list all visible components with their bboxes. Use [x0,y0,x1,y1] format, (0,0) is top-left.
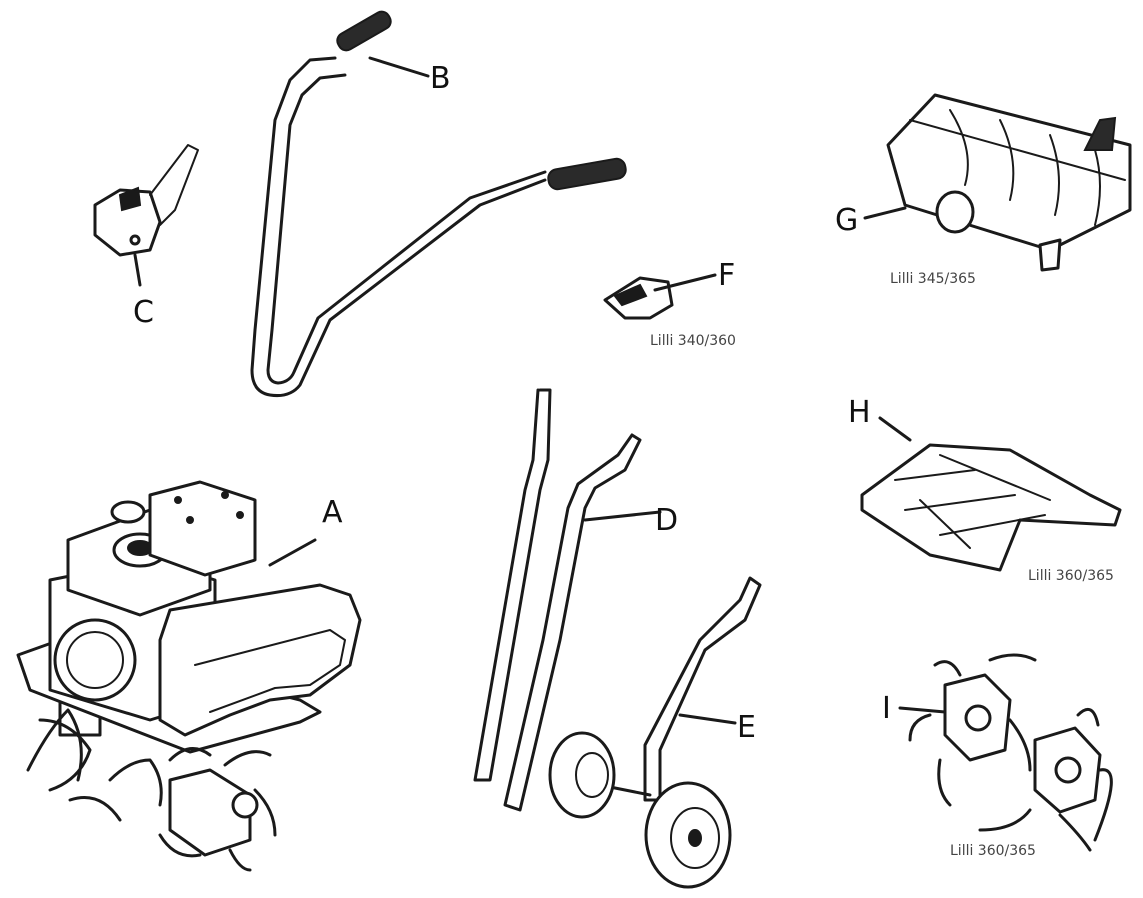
handlebar-grip-left [336,10,392,52]
tiller-belt-cover [158,583,362,737]
part-i-tines: I Lilli 360/365 [882,653,1113,859]
label-i: I [882,691,891,726]
part-g-cover: G Lilli 345/365 [835,93,1132,287]
label-a: A [322,495,343,530]
tiller-tines-right [108,747,277,872]
leader-i [898,706,947,714]
leader-f [653,273,717,292]
part-c-throttle: C [93,144,199,330]
model-h: Lilli 360/365 [1028,568,1114,584]
part-a-tiller: A [16,480,362,872]
part-d-frame-bars: D [473,388,678,812]
leader-e [678,713,737,725]
leader-h [878,416,912,442]
part-f-clip: F Lilli 340/360 [603,258,736,349]
label-c: C [133,295,154,330]
model-g: Lilli 345/365 [890,271,976,287]
handlebar-grip-right [547,157,627,191]
label-g: G [835,203,858,238]
wheel-left [548,731,616,819]
part-e-transport-wheels: E [548,576,762,889]
leader-d [583,510,662,522]
label-b: B [430,61,451,96]
wheel-right [644,781,732,889]
model-f: Lilli 340/360 [650,333,736,349]
label-f: F [718,258,735,293]
part-b-handlebar: B [250,10,627,397]
label-d: D [655,503,678,538]
model-i: Lilli 360/365 [950,843,1036,859]
label-e: E [737,710,756,745]
leader-c [133,253,142,287]
part-h-flap: H Lilli 360/365 [848,395,1122,584]
tiller-air-filter [148,480,257,577]
leader-b [368,56,430,78]
tiller-fuel-cap [110,500,146,524]
label-h: H [848,395,871,430]
leader-g [863,206,907,220]
leader-a [268,538,317,567]
